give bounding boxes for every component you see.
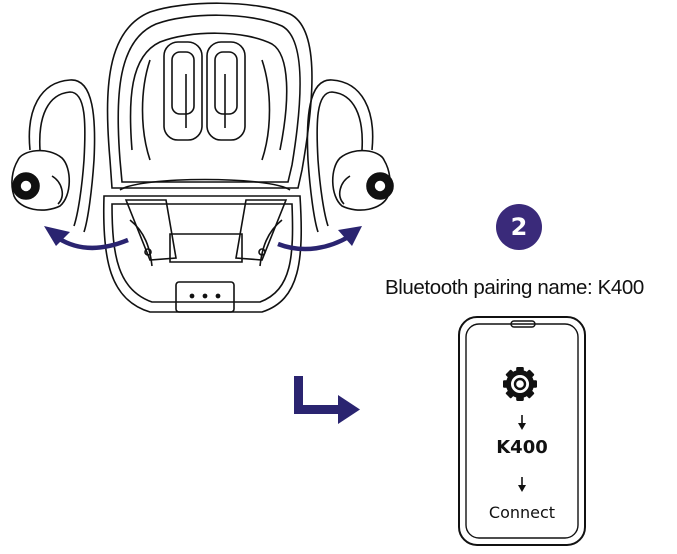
gear-icon: [503, 367, 537, 401]
flow-arrow: [294, 376, 360, 424]
case-lid: [106, 2, 313, 189]
smartphone: [458, 316, 586, 546]
connect-label[interactable]: Connect: [488, 503, 556, 522]
right-earbud: [306, 79, 394, 233]
step-number-badge: 2: [496, 204, 542, 250]
right-removal-arrow: [277, 226, 362, 252]
case-base: [102, 178, 302, 313]
device-name-label[interactable]: K400: [496, 437, 548, 458]
down-arrow-icon: [518, 415, 526, 430]
left-earbud: [11, 79, 96, 233]
down-arrow-icon: [518, 477, 526, 492]
pairing-name-text: Bluetooth pairing name: K400: [385, 276, 644, 299]
left-removal-arrow: [44, 226, 129, 251]
